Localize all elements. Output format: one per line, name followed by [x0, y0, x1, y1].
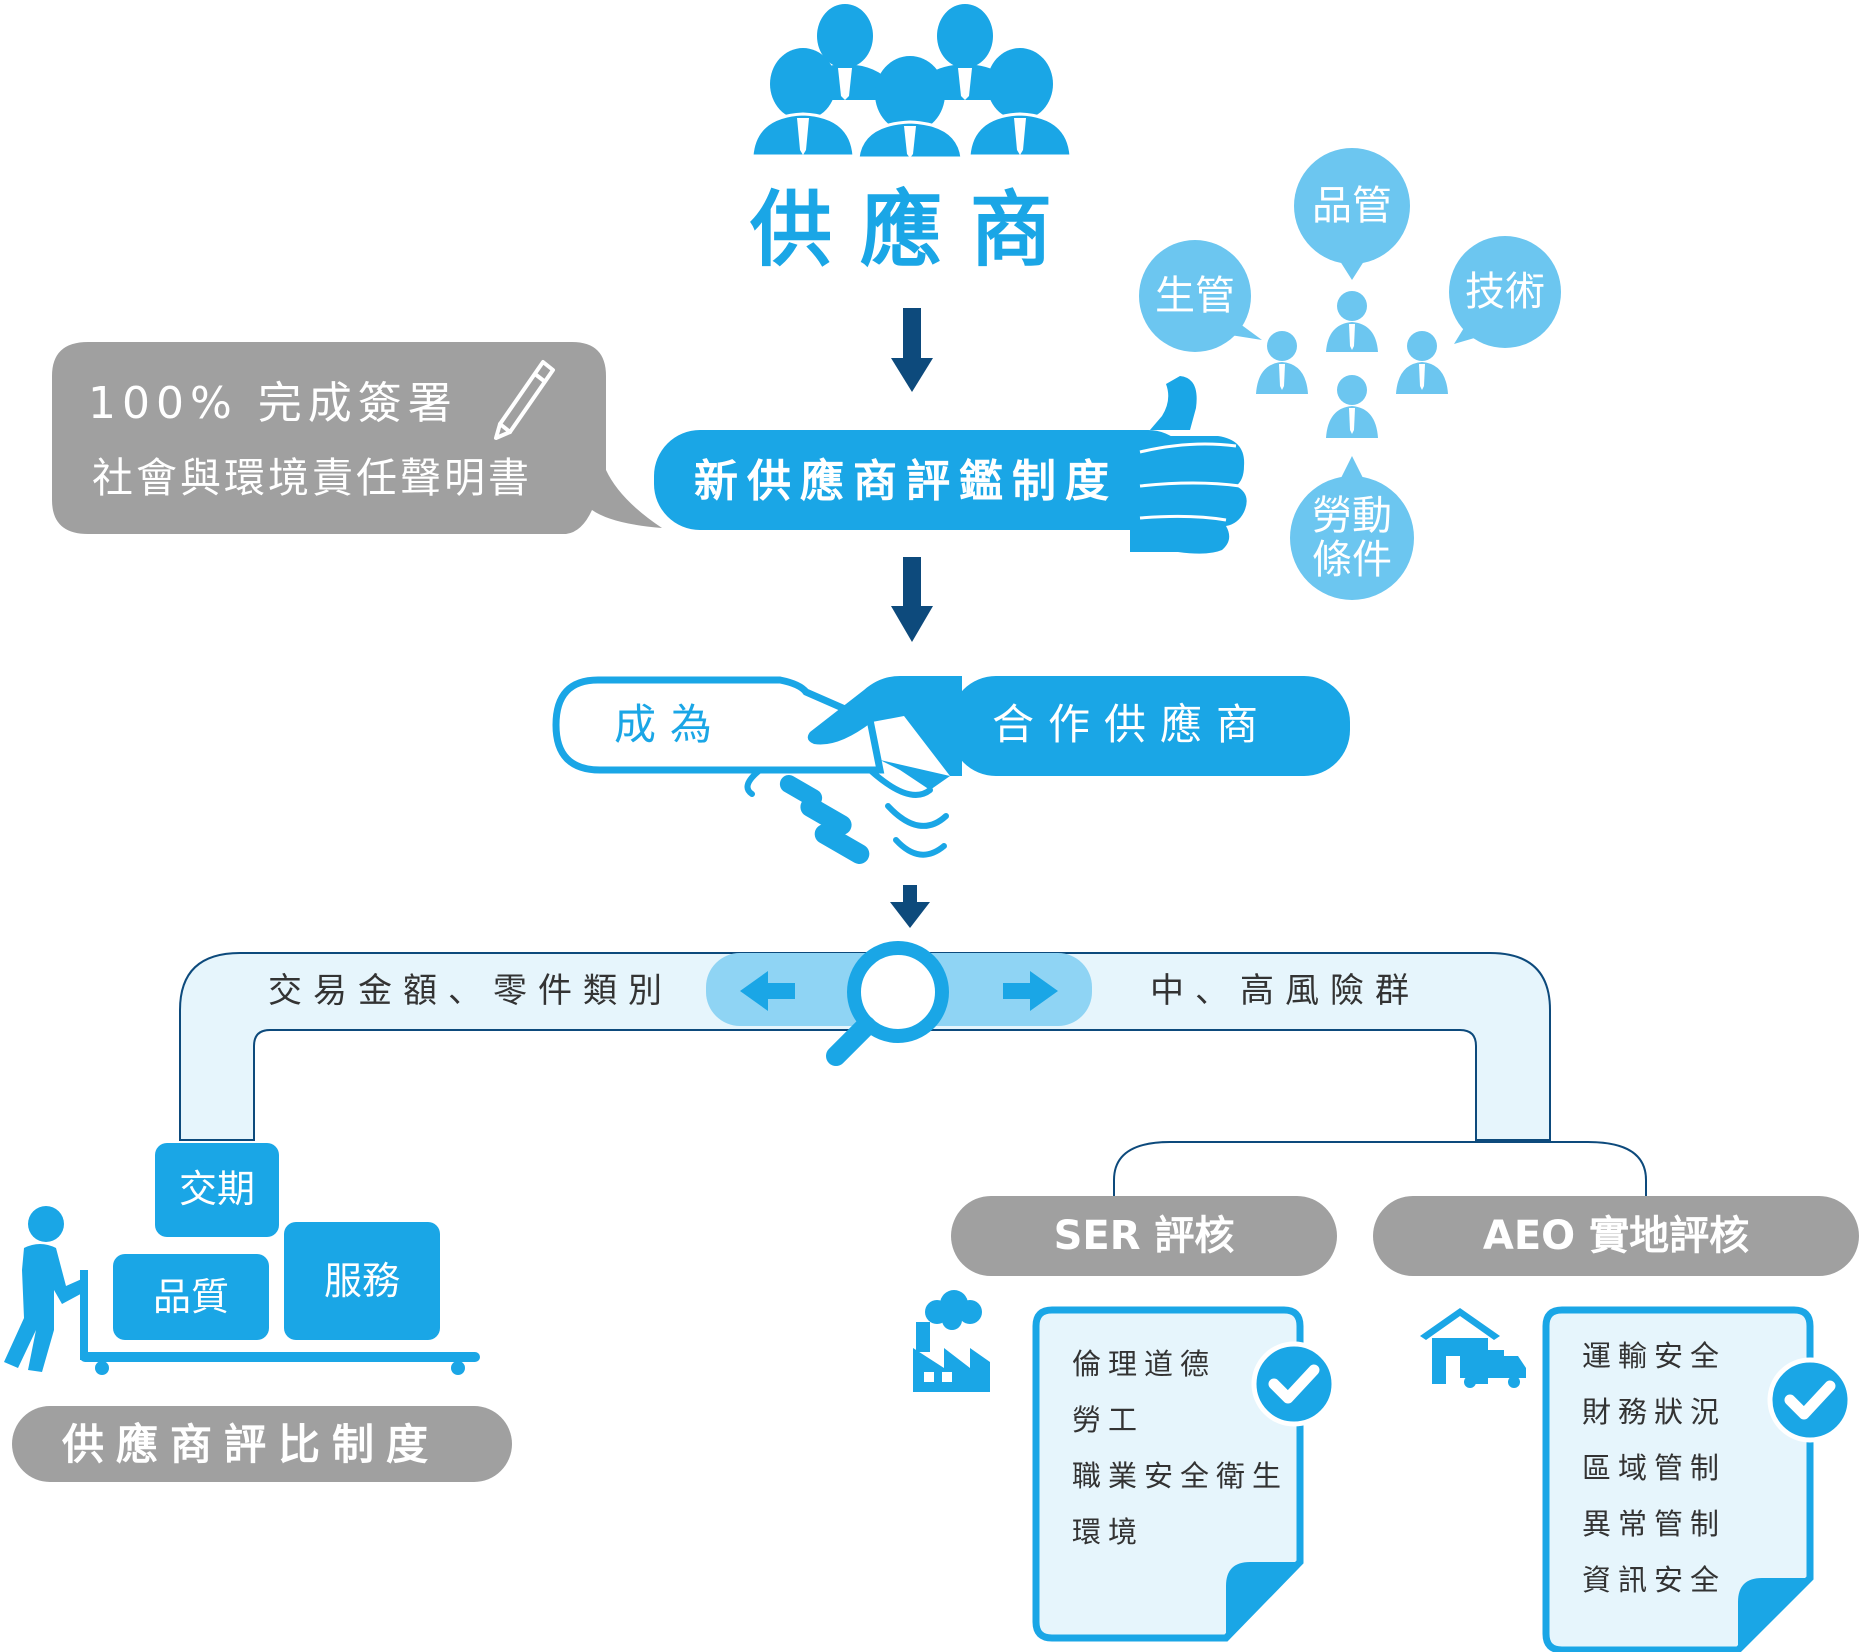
bubble-quality-label: 品管 [1312, 183, 1392, 229]
box-service [284, 1222, 440, 1340]
person-icon [967, 48, 1073, 158]
person-icon [1326, 291, 1378, 352]
warehouse-truck-icon [1420, 1308, 1526, 1388]
comparison-boxes [113, 1143, 440, 1340]
ser-audit-label: SER 評核 [1053, 1213, 1235, 1259]
aeo-audit-label: AEO 實地評核 [1482, 1213, 1750, 1259]
bubble-quality [1294, 148, 1410, 280]
handshake-left-label: 成為 [614, 700, 727, 749]
box-delivery [155, 1143, 279, 1237]
check-icon [1251, 1341, 1337, 1427]
box-delivery-label: 交期 [178, 1167, 255, 1211]
ser-audit-pill [951, 1196, 1337, 1276]
aeo-item: 區域管制 [1582, 1451, 1727, 1485]
pencil-icon [494, 360, 555, 440]
right-arrow-icon [1003, 971, 1058, 1011]
signing-note-bubble [52, 342, 662, 534]
person-icon [1396, 331, 1448, 394]
person-icon [856, 56, 964, 160]
factory-icon [913, 1290, 990, 1392]
comparison-system-pill [12, 1406, 512, 1482]
handshake-icon [552, 676, 1350, 864]
evaluation-system-label: 新供應商評鑑制度 [694, 456, 1118, 507]
bubble-labor [1290, 456, 1414, 600]
ser-item: 勞工 [1072, 1403, 1145, 1437]
ser-item: 倫理道德 [1072, 1347, 1217, 1381]
thumbs-up-icon [654, 376, 1247, 554]
aeo-item: 資訊安全 [1582, 1563, 1727, 1597]
supplier-title: 供應商 [750, 183, 1081, 278]
comparison-system-label: 供應商評比制度 [62, 1420, 441, 1469]
ser-item: 環境 [1072, 1515, 1145, 1549]
box-quality [113, 1254, 269, 1340]
aeo-item: 財務狀況 [1582, 1395, 1727, 1429]
risk-right-label: 中、高風險群 [1150, 971, 1420, 1011]
aeo-document-card [1542, 1306, 1814, 1652]
ser-item: 職業安全衛生 [1072, 1459, 1289, 1493]
box-quality-label: 品質 [152, 1275, 229, 1319]
person-icon [1256, 331, 1308, 394]
left-arrow-icon [740, 971, 795, 1011]
person-icon [750, 48, 856, 158]
signing-note-line1: 100% 完成簽署 [88, 378, 458, 429]
aeo-audit-pill [1373, 1196, 1859, 1276]
person-icon [1326, 375, 1378, 438]
audit-connector [1113, 1141, 1647, 1196]
bubble-technology [1449, 236, 1561, 348]
down-arrow [891, 308, 933, 392]
risk-left-label: 交易金額、零件類別 [268, 971, 673, 1011]
check-icon [1767, 1357, 1853, 1443]
box-service-label: 服務 [323, 1259, 400, 1303]
people-cluster-icon [1256, 291, 1448, 438]
worker-cart-icon [4, 1206, 480, 1375]
down-arrow [890, 885, 930, 928]
aeo-item: 異常管制 [1582, 1507, 1727, 1541]
ser-document-card [1032, 1306, 1304, 1642]
bubble-production-label: 生管 [1155, 273, 1235, 319]
aeo-item: 運輸安全 [1582, 1339, 1727, 1373]
signing-note-line2: 社會與環境責任聲明書 [92, 454, 532, 502]
magnifier-icon [826, 941, 949, 1066]
bubble-production [1139, 240, 1262, 352]
down-arrow [891, 557, 933, 642]
bubble-labor-label: 勞動條件 [1312, 493, 1392, 583]
bubble-technology-label: 技術 [1465, 269, 1545, 315]
people-group-icon [750, 4, 1073, 160]
handshake-right-label: 合作供應商 [992, 700, 1273, 749]
